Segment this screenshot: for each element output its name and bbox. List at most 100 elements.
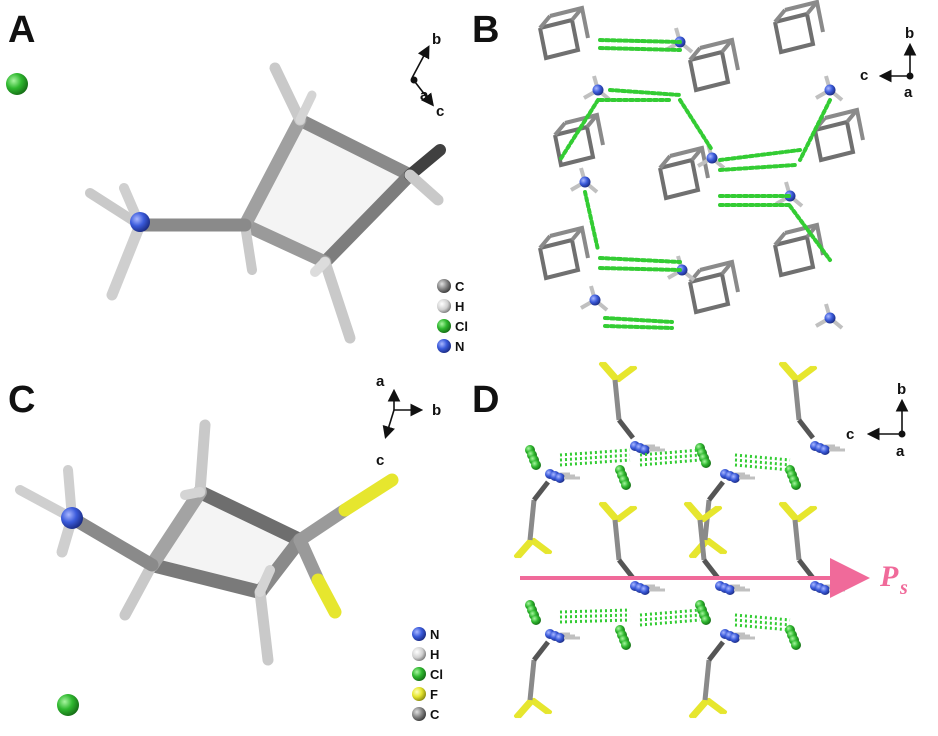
- cyclobutyl-7: [688, 259, 740, 315]
- cyclobutyl-2: [773, 0, 825, 55]
- panel-a: A b a c: [6, 9, 468, 354]
- hydrogen-bond: [734, 463, 791, 472]
- panel-d-label: D: [472, 379, 499, 421]
- chloride-ion-c: [57, 694, 79, 716]
- legend-a-label-n: N: [455, 339, 464, 354]
- axis-triad-a: b a c: [410, 31, 444, 120]
- hydrogen-bond: [598, 38, 682, 44]
- hydrogen-bond: [559, 458, 631, 467]
- chloride-cluster-5: [615, 625, 631, 650]
- chain-top-1: [779, 362, 845, 455]
- hydrogen-bond: [598, 266, 682, 272]
- hydrogen-bond: [558, 98, 600, 162]
- legend-c-label-cl: Cl: [430, 667, 443, 682]
- polarization-subscript: s: [899, 577, 908, 599]
- hydrogen-bond: [734, 458, 791, 467]
- hydrogen-bond: [639, 613, 701, 622]
- chloride-cluster-7: [785, 625, 801, 650]
- hydrogen-bond: [583, 190, 600, 252]
- axis-c-label-b: b: [432, 402, 441, 419]
- axis-label-a: a: [420, 87, 429, 104]
- legend-c-label-n: N: [430, 627, 439, 642]
- axis-b-label-b: b: [905, 25, 914, 42]
- hydrogen-bond: [559, 618, 631, 624]
- chloride-cluster-3: [785, 465, 801, 490]
- chain-mid-up-1: [689, 469, 755, 558]
- panel-c-label: C: [8, 379, 35, 421]
- legend-c-swatch-h: [412, 647, 426, 661]
- axis-c-label-c: c: [376, 452, 384, 469]
- panel-b: B b c a: [472, 0, 917, 330]
- legend-c-swatch-f: [412, 687, 426, 701]
- axis-b-label-c: c: [860, 67, 868, 84]
- hydrogen-bond: [608, 88, 682, 97]
- ammonium-8: [815, 303, 844, 330]
- legend-c-swatch-c: [412, 707, 426, 721]
- chain-mid-down-2: [779, 502, 845, 595]
- panel-b-label: B: [472, 9, 499, 51]
- hydrogen-bond: [603, 324, 674, 330]
- hydrogen-bond: [598, 256, 682, 264]
- hydrogen-bond: [718, 148, 802, 162]
- cyclobutyl-8: [773, 222, 825, 278]
- hydrogen-bond: [603, 316, 674, 324]
- cyclobutyl-0: [538, 5, 590, 61]
- chloride-cluster-1: [615, 465, 631, 490]
- chain-mid-down-0: [599, 502, 665, 595]
- cyclobutyl-1: [688, 37, 740, 93]
- legend-a-label-cl: Cl: [455, 319, 468, 334]
- chloride-ion: [6, 73, 28, 95]
- axis-d-label-c: c: [846, 426, 854, 443]
- axis-c-label-a: a: [376, 373, 385, 390]
- molecule-a: [85, 62, 446, 344]
- chain-mid-down-1: [684, 502, 750, 595]
- hydrogen-bond: [559, 453, 631, 462]
- chloride-cluster-2: [695, 443, 711, 468]
- hydrogen-bond: [639, 618, 701, 627]
- cyclobutyl-5: [658, 145, 710, 201]
- ammonium-4: [697, 143, 726, 170]
- hydrogen-bond: [734, 453, 791, 462]
- panel-d: D b c a P s: [472, 362, 909, 718]
- axis-triad-c: a b c: [376, 373, 441, 469]
- chain-bottom-0: [514, 629, 580, 718]
- axis-d-label-b: b: [897, 381, 906, 398]
- hydrogen-bond: [734, 623, 791, 632]
- molecule-c: [15, 419, 399, 666]
- hydrogen-bond: [718, 163, 797, 172]
- legend-c-swatch-cl: [412, 667, 426, 681]
- hydrogen-bond: [639, 453, 701, 462]
- legend-c-swatch-n: [412, 627, 426, 641]
- panel-a-label: A: [8, 9, 35, 51]
- chloride-cluster-0: [525, 445, 541, 470]
- legend-c-label-h: H: [430, 647, 439, 662]
- chain-mid-up-0: [514, 469, 580, 558]
- ammonium-3: [570, 167, 599, 194]
- axis-d-label-a: a: [896, 443, 905, 460]
- cyclobutyl-3: [553, 112, 605, 168]
- legend-a-label-h: H: [455, 299, 464, 314]
- hydrogen-bond: [788, 204, 832, 262]
- legend-a: C H Cl N: [437, 279, 468, 354]
- axis-label-c: c: [436, 103, 444, 120]
- hydrogen-bond: [598, 46, 682, 52]
- legend-a-label-c: C: [455, 279, 465, 294]
- hydrogen-bond: [734, 618, 791, 627]
- axis-b-label-a: a: [904, 84, 913, 101]
- hydrogen-bond: [559, 448, 631, 457]
- cyclobutyl-6: [538, 225, 590, 281]
- legend-c: N H Cl F C: [412, 627, 443, 722]
- chain-bottom-1: [689, 629, 755, 718]
- hydrogen-bond: [734, 613, 791, 622]
- packing-b: [538, 0, 865, 330]
- hydrogen-bond: [639, 608, 701, 617]
- panel-c: C a b c: [8, 373, 443, 722]
- legend-a-swatch-cl: [437, 319, 451, 333]
- polarization-arrow: P s: [520, 558, 908, 599]
- legend-a-swatch-n: [437, 339, 451, 353]
- ammonium-2: [815, 75, 844, 102]
- axis-label-b: b: [432, 31, 441, 48]
- ammonium-6: [580, 285, 609, 312]
- hydrogen-bond: [639, 458, 701, 467]
